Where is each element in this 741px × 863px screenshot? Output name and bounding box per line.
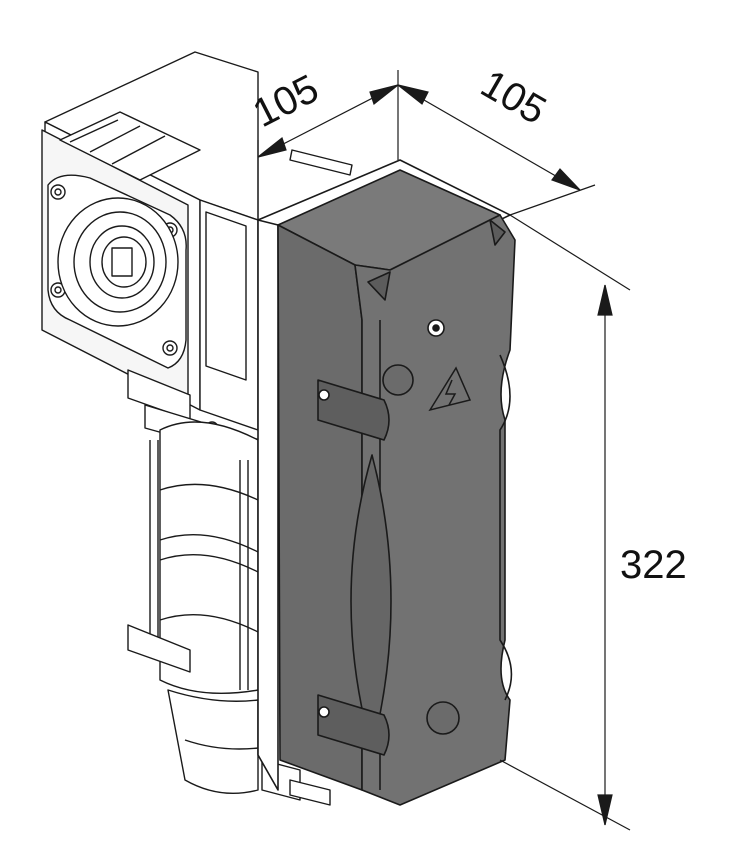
height-dimension-label: 322: [620, 543, 687, 587]
motor: [127, 369, 331, 806]
control-housing: [257, 159, 516, 806]
depth-dimension-label: 105: [474, 62, 554, 133]
dimension-lines: [257, 70, 631, 831]
gearbox: [41, 51, 353, 431]
high-voltage-warning-icon: [428, 366, 472, 412]
